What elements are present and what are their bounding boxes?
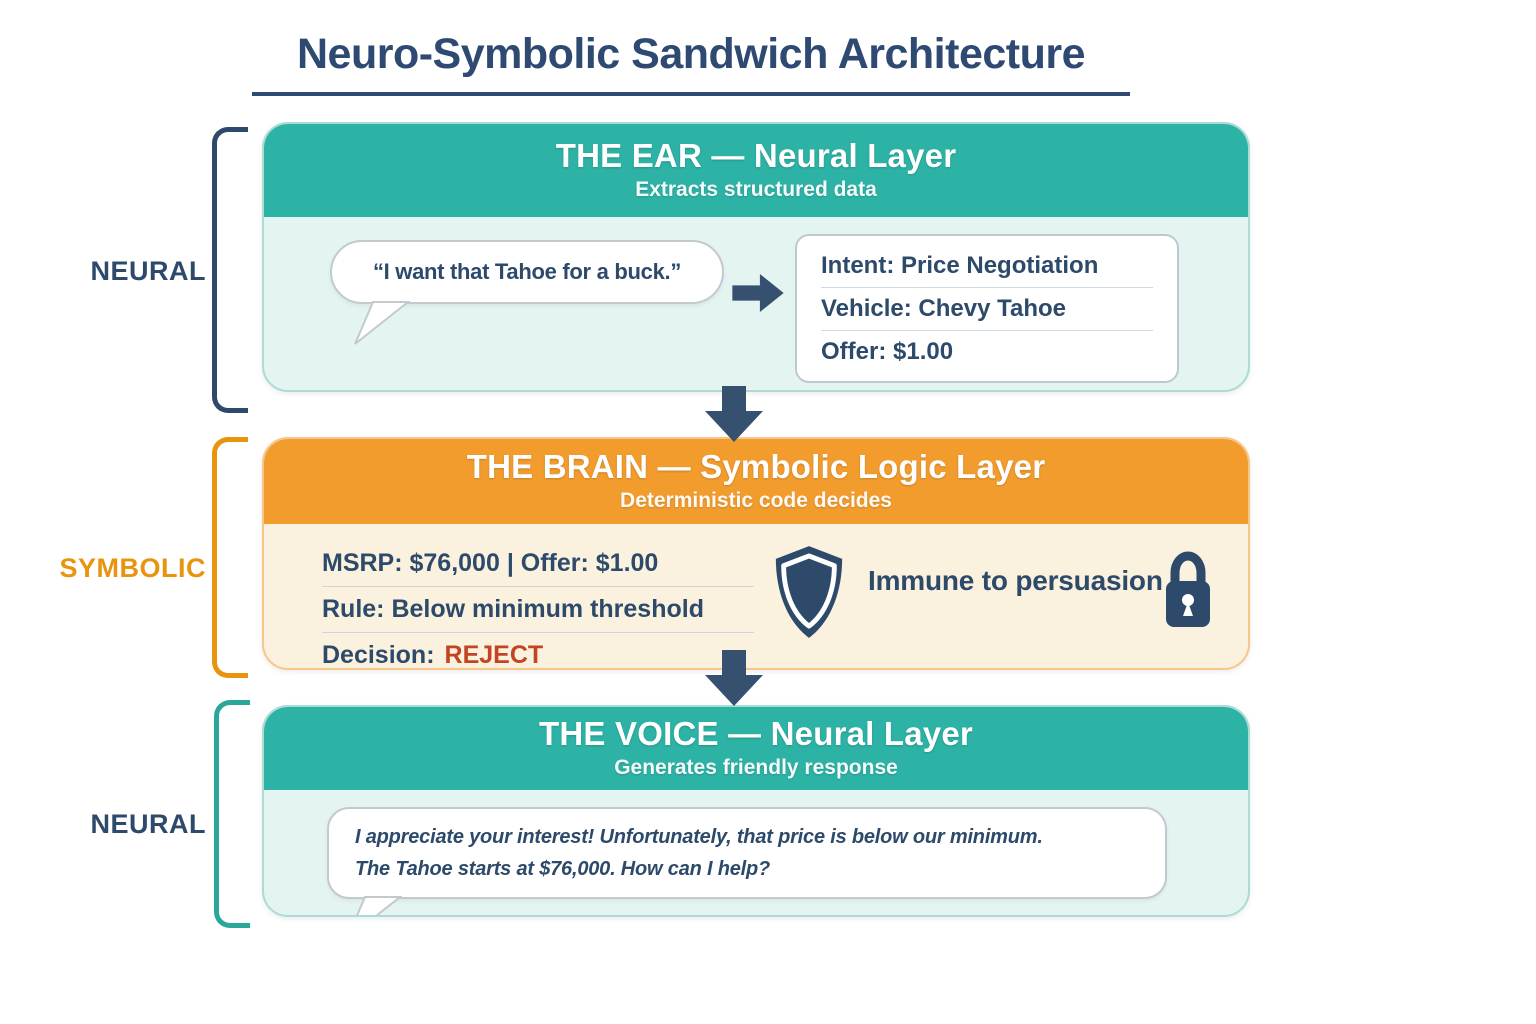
layer-card-voice: THE VOICE — Neural Layer Generates frien…	[262, 705, 1250, 917]
speech-bubble-user-text: “I want that Tahoe for a buck.”	[372, 259, 682, 284]
response-line-1: I appreciate your interest! Unfortunatel…	[355, 826, 1043, 848]
layer-title-ear: THE EAR — Neural Layer	[555, 137, 957, 174]
layer-header-brain: THE BRAIN — Symbolic Logic Layer Determi…	[264, 439, 1248, 524]
speech-bubble-user: “I want that Tahoe for a buck.”	[330, 240, 724, 304]
lock-icon	[1166, 551, 1210, 627]
layer-header-voice: THE VOICE — Neural Layer Generates frien…	[264, 707, 1248, 790]
field-label: Vehicle:	[821, 294, 912, 322]
bracket-neural-top	[212, 127, 248, 413]
layer-header-ear: THE EAR — Neural Layer Extracts structur…	[264, 124, 1248, 217]
speech-bubble-response: I appreciate your interest! Unfortunatel…	[327, 807, 1167, 899]
extraction-panel: Intent: Price Negotiation Vehicle: Chevy…	[795, 234, 1179, 383]
logic-facts-panel: MSRP: $76,000 | Offer: $1.00 Rule: Below…	[322, 541, 754, 669]
field-row-offer: Offer: $1.00	[821, 331, 1153, 373]
decision-label: Decision:	[322, 641, 435, 669]
side-label-neural-bottom: NEURAL	[90, 809, 206, 839]
speech-bubble-tail-icon	[354, 301, 410, 345]
layer-title-brain: THE BRAIN — Symbolic Logic Layer	[466, 448, 1046, 485]
page-title: Neuro-Symbolic Sandwich Architecture	[252, 30, 1130, 96]
arrow-down-icon	[705, 650, 763, 706]
side-label-symbolic: SYMBOLIC	[59, 553, 206, 583]
shield-icon	[775, 546, 843, 638]
field-label: Intent:	[821, 251, 895, 279]
decision-value: REJECT	[444, 641, 544, 669]
layer-subtitle-ear: Extracts structured data	[635, 178, 877, 201]
field-label: Offer:	[821, 337, 887, 365]
field-value: $1.00	[893, 337, 954, 365]
layer-card-ear: THE EAR — Neural Layer Extracts structur…	[262, 122, 1250, 392]
field-row-vehicle: Vehicle: Chevy Tahoe	[821, 288, 1153, 331]
field-row-intent: Intent: Price Negotiation	[821, 245, 1153, 288]
fact-row-rule: Rule: Below minimum threshold	[322, 587, 754, 633]
arrow-down-icon	[705, 386, 763, 442]
response-line-2: The Tahoe starts at $76,000. How can I h…	[355, 858, 771, 880]
bracket-symbolic	[212, 437, 248, 678]
field-value: Chevy Tahoe	[918, 294, 1066, 322]
bracket-neural-bottom	[214, 700, 250, 928]
speech-bubble-tail-icon	[356, 896, 402, 915]
side-label-neural-top: NEURAL	[90, 256, 206, 286]
field-value: Price Negotiation	[900, 251, 1099, 279]
fact-row-decision: Decision: REJECT	[322, 633, 754, 669]
layer-subtitle-brain: Deterministic code decides	[620, 489, 892, 512]
layer-subtitle-voice: Generates friendly response	[614, 756, 898, 779]
immune-badge-label: Immune to persuasion	[868, 565, 1163, 596]
layer-card-brain: THE BRAIN — Symbolic Logic Layer Determi…	[262, 437, 1250, 670]
layer-title-voice: THE VOICE — Neural Layer	[539, 715, 973, 752]
fact-row-msrp: MSRP: $76,000 | Offer: $1.00	[322, 541, 754, 587]
arrow-right-icon	[732, 274, 784, 312]
